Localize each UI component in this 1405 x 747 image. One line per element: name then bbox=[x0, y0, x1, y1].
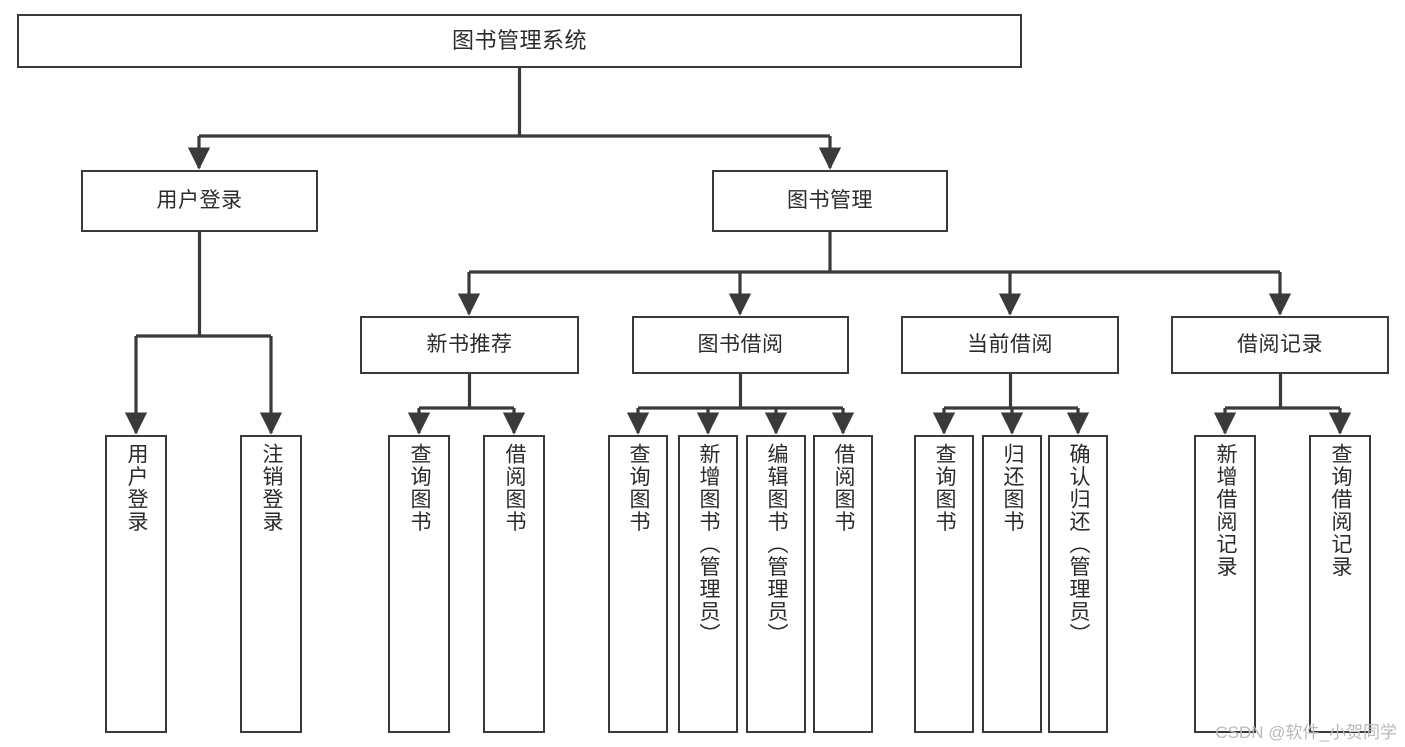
node-new-book-recommend[interactable]: 新书推荐 bbox=[360, 316, 579, 374]
node-label: 查询图书 bbox=[408, 443, 432, 533]
node-label: 新书推荐 bbox=[426, 332, 513, 356]
node-user-login-module[interactable]: 用户登录 bbox=[81, 170, 318, 232]
csdn-watermark: CSDN @软件_小贺同学 bbox=[1215, 723, 1397, 742]
node-leaf-current-confirm-return-admin[interactable]: 确认归还（管理员） bbox=[1048, 435, 1108, 733]
node-leaf-user-logout[interactable]: 注销登录 bbox=[240, 435, 302, 733]
node-label: 图书借阅 bbox=[697, 332, 784, 356]
node-label: 新增图书（管理员） bbox=[697, 443, 721, 646]
node-leaf-current-return-book[interactable]: 归还图书 bbox=[982, 435, 1042, 733]
node-book-borrow[interactable]: 图书借阅 bbox=[632, 316, 849, 374]
node-label: 归还图书 bbox=[1001, 443, 1025, 533]
node-leaf-new-query-book[interactable]: 查询图书 bbox=[388, 435, 450, 733]
node-leaf-record-query[interactable]: 查询借阅记录 bbox=[1309, 435, 1371, 733]
node-label: 用户登录 bbox=[125, 443, 149, 533]
node-label: 编辑图书（管理员） bbox=[765, 443, 789, 646]
node-leaf-user-login[interactable]: 用户登录 bbox=[105, 435, 167, 733]
node-leaf-new-borrow-book[interactable]: 借阅图书 bbox=[483, 435, 545, 733]
node-label: 借阅记录 bbox=[1237, 332, 1323, 356]
node-leaf-borrow-edit-book-admin[interactable]: 编辑图书（管理员） bbox=[746, 435, 806, 733]
node-label: 新增借阅记录 bbox=[1214, 443, 1238, 578]
node-root-system[interactable]: 图书管理系统 bbox=[17, 14, 1022, 68]
node-leaf-borrow-do-borrow[interactable]: 借阅图书 bbox=[813, 435, 873, 733]
node-label: 当前借阅 bbox=[967, 332, 1053, 356]
node-label: 图书管理系统 bbox=[451, 28, 587, 54]
node-book-management-module[interactable]: 图书管理 bbox=[712, 170, 948, 232]
node-label: 借阅图书 bbox=[832, 443, 856, 533]
node-leaf-current-query-book[interactable]: 查询图书 bbox=[914, 435, 974, 733]
node-label: 用户登录 bbox=[156, 188, 243, 212]
node-label: 图书管理 bbox=[787, 188, 873, 212]
node-borrow-record[interactable]: 借阅记录 bbox=[1171, 316, 1389, 374]
node-leaf-borrow-add-book-admin[interactable]: 新增图书（管理员） bbox=[678, 435, 738, 733]
node-leaf-record-add[interactable]: 新增借阅记录 bbox=[1194, 435, 1256, 733]
node-label: 确认归还（管理员） bbox=[1067, 443, 1091, 646]
node-label: 查询图书 bbox=[933, 443, 957, 533]
node-leaf-borrow-query-book[interactable]: 查询图书 bbox=[608, 435, 668, 733]
node-label: 查询借阅记录 bbox=[1329, 443, 1353, 578]
node-label: 注销登录 bbox=[260, 443, 284, 533]
node-label: 借阅图书 bbox=[503, 443, 527, 533]
node-label: 查询图书 bbox=[627, 443, 651, 533]
node-current-borrow[interactable]: 当前借阅 bbox=[901, 316, 1119, 374]
